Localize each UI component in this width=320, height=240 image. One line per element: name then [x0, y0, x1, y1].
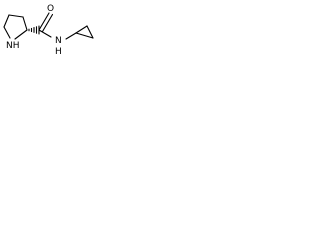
cyclopropyl-bond-3 — [75, 32, 94, 39]
ring-bond-c4-c5 — [3, 14, 10, 28]
n-cyclopropyl-bond — [65, 32, 77, 40]
stereo-hash-bond — [28, 25, 40, 35]
chemical-structure: NH O N H — [3, 4, 94, 57]
ring-bond-c2-c3 — [22, 16, 28, 31]
carbonyl-oxygen-label: O — [47, 4, 54, 14]
carbonyl-bond-1 — [38, 12, 50, 31]
cyclopropyl-bond-2 — [86, 25, 94, 39]
cyclopropyl-bond-1 — [75, 25, 88, 34]
pyrrolidine-nitrogen-label: NH — [6, 41, 20, 51]
amide-nitrogen-label: N — [55, 36, 62, 46]
ring-bond-n1-c2 — [14, 29, 28, 40]
ring-bond-c5-n1 — [3, 26, 11, 39]
carbonyl-bond-2 — [41, 13, 54, 33]
ring-bond-c3-c4 — [8, 14, 24, 18]
amide-c-n-bond — [38, 29, 52, 38]
amide-hydrogen-label: H — [55, 47, 62, 57]
